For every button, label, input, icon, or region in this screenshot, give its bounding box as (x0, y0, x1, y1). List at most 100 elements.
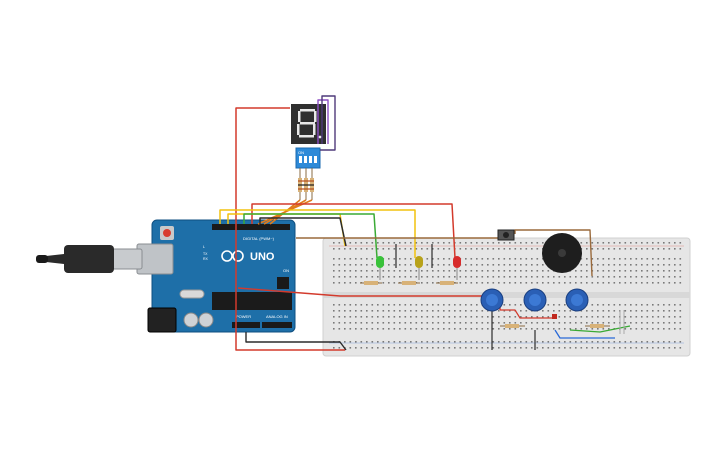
breadboard-hole (415, 328, 418, 330)
breadboard-hole (542, 282, 544, 284)
breadboard-hole (591, 322, 594, 324)
breadboard-hole (377, 304, 379, 306)
power-jack[interactable] (147, 307, 177, 333)
breadboard-hole (454, 310, 456, 312)
breadboard-hole (503, 282, 506, 284)
arduino-uno-board[interactable]: UNO DIGITAL (PWM~) POWER ANALOG IN ON TX… (136, 219, 296, 333)
breadboard-hole (492, 264, 495, 266)
led-resistors[interactable] (360, 281, 458, 285)
breadboard-hole (393, 310, 396, 312)
led-red[interactable] (453, 256, 461, 280)
breadboard-hole (525, 276, 528, 278)
led-yellow[interactable] (415, 256, 423, 280)
breadboard-hole (481, 264, 484, 266)
breadboard-hole (602, 347, 605, 349)
dip-resistors[interactable] (298, 168, 314, 200)
led-green[interactable] (376, 256, 384, 280)
breadboard-hole (388, 341, 390, 343)
breadboard-hole (404, 310, 407, 312)
bottom-resistors[interactable] (500, 310, 625, 334)
breadboard-hole (646, 310, 649, 312)
breadboard-hole (459, 270, 462, 272)
dip-toggle-1[interactable] (299, 156, 302, 163)
breadboard-hole (465, 322, 467, 324)
potentiometer-2[interactable] (523, 288, 547, 312)
breadboard-hole (613, 304, 616, 306)
breadboard-hole (531, 328, 533, 330)
breadboard-hole (547, 328, 550, 330)
breadboard-hole (668, 282, 671, 284)
breadboard-hole (591, 316, 594, 318)
breadboard-hole (509, 328, 511, 330)
dip-toggle-4[interactable] (314, 156, 317, 163)
breadboard-hole (404, 270, 407, 272)
breadboard-hole (415, 248, 418, 250)
breadboard-hole (542, 341, 544, 343)
breadboard-hole (503, 347, 506, 349)
potentiometer-1[interactable] (480, 288, 504, 312)
breadboard-hole (679, 341, 682, 343)
breadboard-hole (459, 304, 462, 306)
breadboard-hole (553, 328, 555, 330)
breadboard-hole (388, 264, 390, 266)
breadboard-hole (349, 248, 352, 250)
breadboard-hole (663, 328, 665, 330)
breadboard-hole (426, 304, 429, 306)
breadboard-hole (509, 264, 511, 266)
wires[interactable] (219, 95, 631, 351)
breadboard-hole (630, 341, 632, 343)
breadboard-hole (531, 248, 533, 250)
breadboard-hole (635, 310, 638, 312)
breadboard-hole (371, 248, 374, 250)
breadboard-hole (525, 248, 528, 250)
usb-cable[interactable] (36, 245, 143, 273)
dip-toggle-2[interactable] (304, 156, 307, 163)
power-label: POWER (236, 314, 251, 319)
pushbutton[interactable] (497, 229, 515, 241)
breadboard-hole (410, 322, 412, 324)
breadboard-hole (377, 328, 379, 330)
breadboard-hole (602, 282, 605, 284)
breadboard-hole (443, 264, 445, 266)
breadboard-hole (476, 264, 478, 266)
dip-toggle-3[interactable] (309, 156, 312, 163)
breadboard-hole (613, 258, 616, 260)
breadboard-hole (657, 341, 660, 343)
breadboard-hole (536, 282, 539, 284)
breadboard-hole (393, 341, 396, 343)
seven-segment-display[interactable] (291, 104, 326, 144)
breadboard-hole (503, 341, 506, 343)
breadboard-hole (613, 322, 616, 324)
breadboard-hole (668, 310, 671, 312)
dip-switch[interactable]: ON (295, 147, 321, 169)
breadboard-hole (432, 304, 434, 306)
breadboard-hole (410, 276, 412, 278)
breadboard-hole (536, 328, 539, 330)
breadboard[interactable] (322, 237, 691, 357)
breadboard-hole (558, 347, 561, 349)
breadboard-hole (608, 248, 610, 250)
breadboard-hole (525, 310, 528, 312)
breadboard-hole (333, 242, 335, 244)
breadboard-hole (476, 304, 478, 306)
breadboard-hole (674, 248, 676, 250)
potentiometer-3[interactable] (565, 288, 589, 312)
breadboard-hole (624, 248, 627, 250)
breadboard-hole (657, 258, 660, 260)
breadboard-hole (360, 248, 363, 250)
breadboard-hole (371, 270, 374, 272)
breadboard-hole (602, 322, 605, 324)
breadboard-hole (542, 242, 544, 244)
breadboard-hole (360, 242, 363, 244)
breadboard-hole (404, 316, 407, 318)
breadboard-hole (514, 270, 517, 272)
piezo-buzzer[interactable] (542, 233, 582, 273)
breadboard-hole (635, 258, 638, 260)
breadboard-hole (333, 328, 335, 330)
breadboard-hole (652, 328, 654, 330)
breadboard-hole (355, 276, 357, 278)
breadboard-hole (608, 347, 610, 349)
breadboard-hole (470, 310, 473, 312)
breadboard-hole (619, 282, 621, 284)
breadboard-hole (597, 248, 599, 250)
